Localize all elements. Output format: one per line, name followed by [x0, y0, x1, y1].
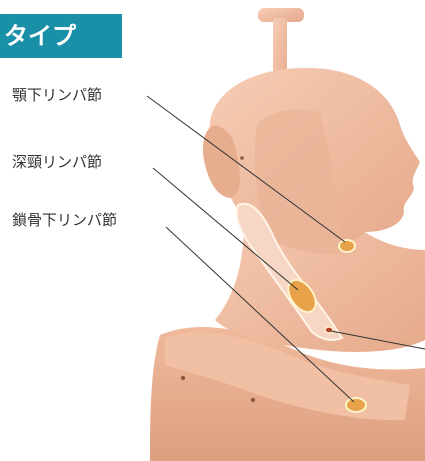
label-deep-cervical-lymph-node: 深頸リンパ節: [12, 151, 102, 172]
base-dot: [251, 398, 255, 402]
base-dot: [240, 156, 244, 160]
subclavian-node: [346, 398, 366, 412]
label-subclavian-lymph-node: 鎖骨下リンパ節: [12, 209, 117, 230]
lower-neck-node: [325, 327, 333, 333]
submandibular-node: [339, 240, 355, 252]
base-dot: [181, 376, 185, 380]
label-submandibular-lymph-node: 顎下リンパ節: [12, 84, 102, 105]
